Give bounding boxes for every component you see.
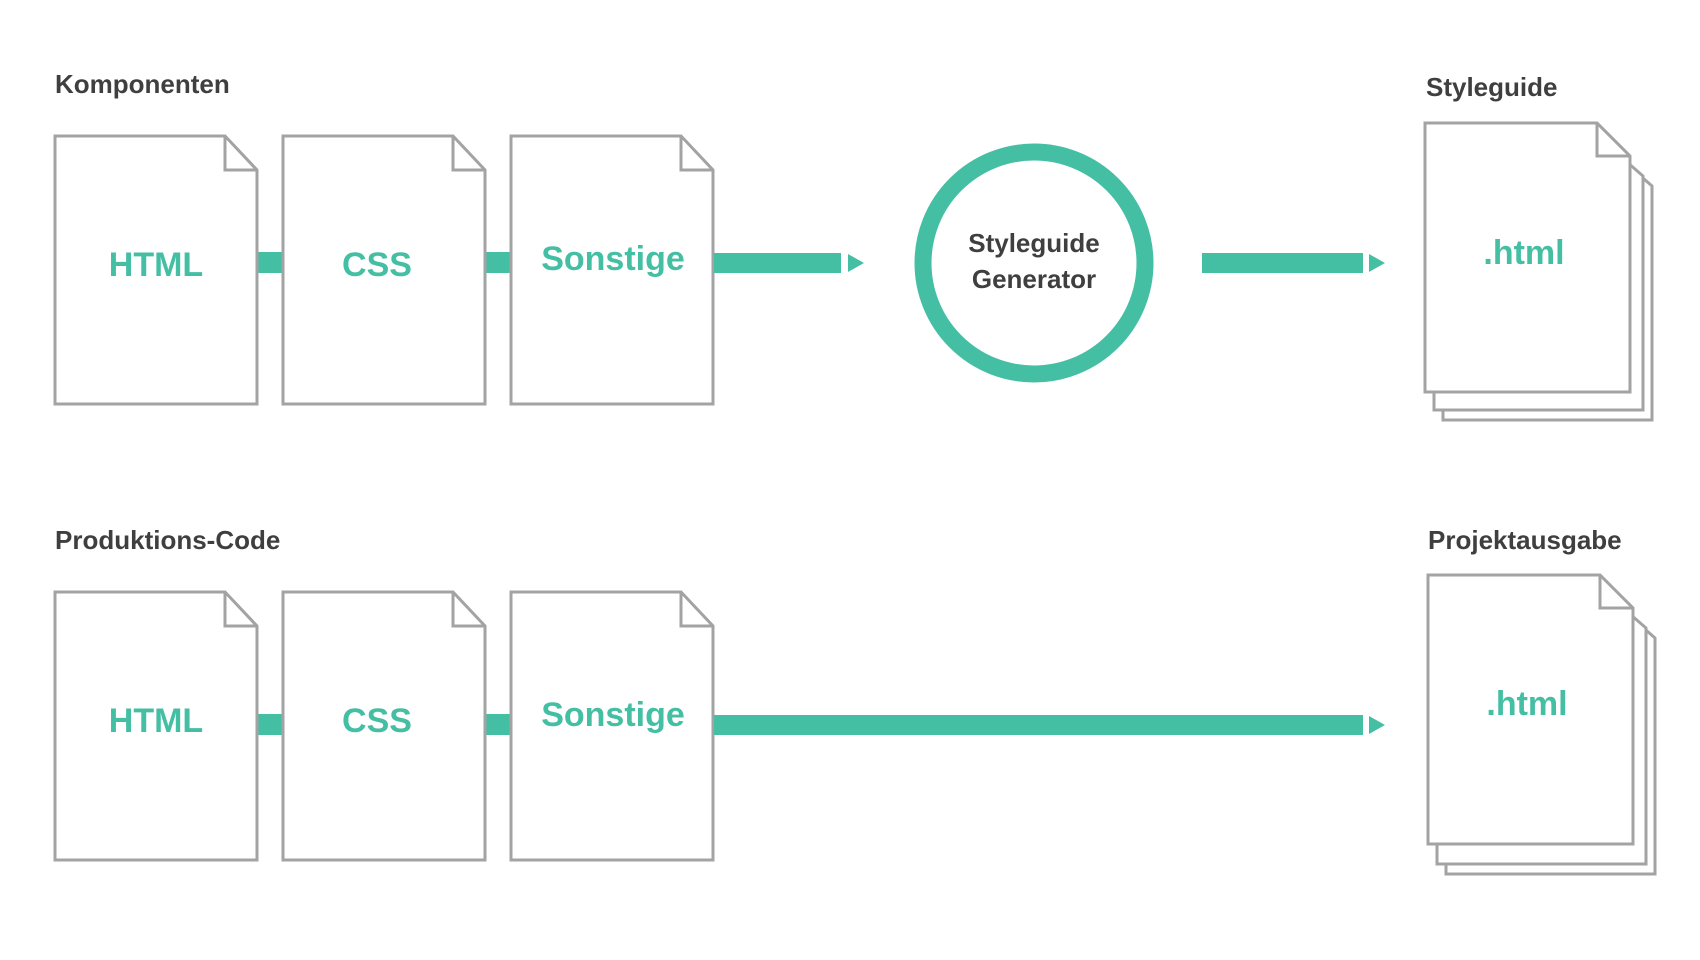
document-fold bbox=[223, 136, 257, 172]
styleguide-generator: Styleguide Generator bbox=[914, 143, 1154, 383]
document-shape bbox=[53, 134, 259, 406]
document-label: CSS bbox=[342, 702, 412, 740]
document-html: HTML bbox=[53, 134, 259, 406]
document-shape bbox=[281, 134, 487, 406]
output-document-stack-projektausgabe: .html bbox=[1426, 573, 1657, 876]
row-top: Komponenten HTML CSS Sonstige bbox=[53, 69, 1654, 422]
connector-bar bbox=[256, 714, 284, 735]
document-shape-front bbox=[1423, 121, 1632, 394]
document-label: Sonstige bbox=[541, 240, 685, 278]
section-label-komponenten: Komponenten bbox=[55, 69, 230, 99]
section-label-styleguide: Styleguide bbox=[1426, 72, 1557, 102]
arrow-shaft bbox=[1202, 253, 1363, 273]
section-label-produktions-code: Produktions-Code bbox=[55, 525, 280, 555]
document-label: Sonstige bbox=[541, 696, 685, 734]
document-css: CSS bbox=[281, 590, 487, 862]
arrow-shaft bbox=[714, 715, 1363, 735]
document-shape bbox=[53, 590, 259, 862]
generator-label-line2: Generator bbox=[972, 264, 1096, 294]
document-fold bbox=[451, 592, 485, 628]
document-html: HTML bbox=[53, 590, 259, 862]
arrow-head bbox=[1369, 716, 1385, 734]
document-sonstige: Sonstige bbox=[509, 134, 715, 406]
section-label-projektausgabe: Projektausgabe bbox=[1428, 525, 1622, 555]
generator-circle bbox=[914, 143, 1154, 383]
arrow-head bbox=[1369, 254, 1385, 272]
document-fold bbox=[679, 136, 713, 172]
row-bottom: Produktions-Code HTML CSS Sonstige Proje… bbox=[53, 525, 1657, 876]
connector-bar bbox=[484, 714, 512, 735]
document-shape bbox=[509, 590, 715, 862]
document-fold bbox=[451, 136, 485, 172]
connector-bar bbox=[484, 252, 512, 273]
document-fold bbox=[1598, 575, 1633, 610]
arrow-to-styleguide bbox=[1202, 253, 1385, 273]
document-fold bbox=[1595, 123, 1630, 158]
document-label: HTML bbox=[109, 702, 203, 740]
arrow-head bbox=[848, 254, 864, 272]
document-label: CSS bbox=[342, 246, 412, 284]
output-document-label: .html bbox=[1483, 234, 1564, 272]
document-shape bbox=[509, 134, 715, 406]
arrow-to-generator bbox=[714, 253, 864, 273]
document-fold bbox=[223, 592, 257, 628]
document-shape bbox=[281, 590, 487, 862]
generator-label-line1: Styleguide bbox=[968, 228, 1099, 258]
document-css: CSS bbox=[281, 134, 487, 406]
connector-bar bbox=[256, 252, 284, 273]
document-sonstige: Sonstige bbox=[509, 590, 715, 862]
document-label: HTML bbox=[109, 246, 203, 284]
document-shape-front bbox=[1426, 573, 1635, 846]
document-fold bbox=[679, 592, 713, 628]
output-document-label: .html bbox=[1486, 685, 1567, 723]
arrow-to-projektausgabe bbox=[714, 715, 1385, 735]
arrow-shaft bbox=[714, 253, 841, 273]
output-document-stack-styleguide: .html bbox=[1423, 121, 1654, 422]
